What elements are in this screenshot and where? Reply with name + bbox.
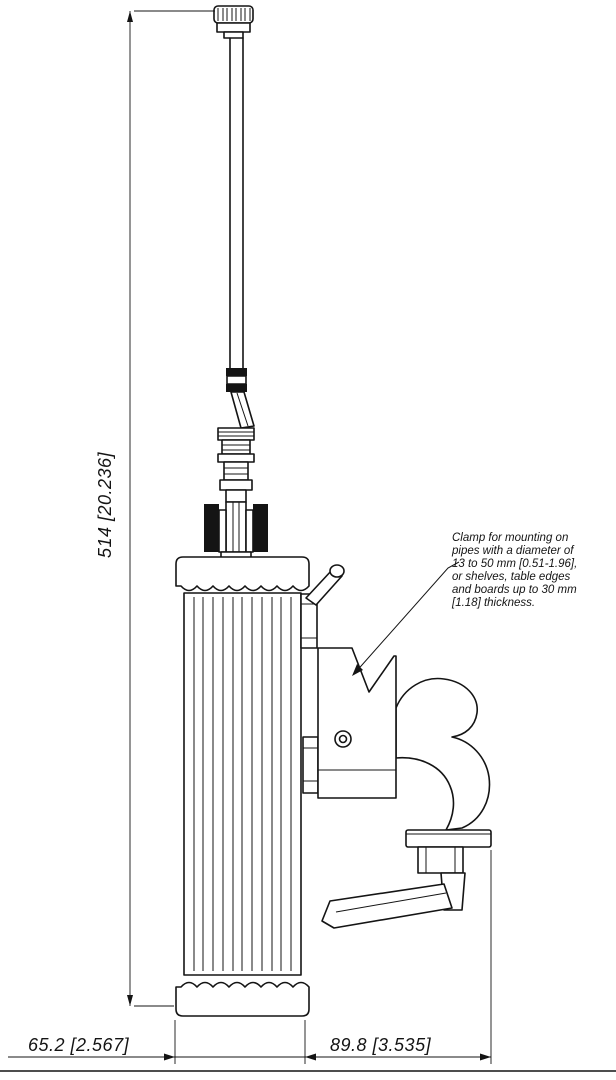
dimension-group: 514 [20.236] 65.2 [2.567] 89.8 [3.535] [0, 10, 616, 1072]
body-group [175, 556, 310, 1017]
annotation-line: Clamp for mounting on [452, 532, 568, 544]
antenna-connector-segment-1 [217, 427, 255, 441]
antenna-band-gap [226, 375, 247, 385]
annotation-group: Clamp for mounting on pipes with a diame… [352, 532, 581, 676]
annotation-text: Clamp for mounting on pipes with a diame… [451, 532, 581, 609]
clamp-screw-cylinder [417, 846, 464, 874]
annotation-line: and boards up to 30 mm [452, 584, 577, 596]
body-top-cap [175, 556, 310, 592]
clamp-screw-handle-line [335, 892, 447, 913]
antenna-connector-ridges-3 [224, 467, 248, 475]
height-dimension-label: 514 [20.236] [95, 451, 115, 558]
antenna-top-knob [213, 5, 254, 24]
gland-spacer-left [218, 509, 227, 553]
clamp-attachment-block [302, 736, 319, 794]
clamp-hook-jaw [395, 677, 491, 831]
body-bottom-cap [175, 981, 310, 1017]
height-arrow-bottom [127, 995, 133, 1006]
clamp-screw-cylinder-lines [425, 847, 456, 873]
width-arrow-right [480, 1053, 491, 1061]
antenna-knob-band [216, 22, 251, 33]
annotation-line: pipes with a diameter of [451, 545, 575, 557]
width-arrow-middle [305, 1053, 316, 1061]
antenna-connector-segment-6 [225, 489, 247, 503]
antenna-knurl-lines [217, 8, 251, 21]
antenna-neck [223, 31, 244, 39]
width-arrow-left [164, 1053, 175, 1061]
annotation-line: [1.18] thickness. [451, 597, 535, 609]
antenna-band-lower [226, 384, 247, 392]
height-arrow-top [127, 11, 133, 22]
clamp-bolt-inner [338, 734, 348, 744]
antenna-connector-ridges-1 [218, 431, 254, 437]
annotation-leader-arrow [352, 664, 363, 676]
gland-spacer-right [245, 509, 254, 553]
release-lever-knob [329, 564, 345, 578]
antenna-connector-segment-3 [217, 453, 255, 463]
antenna-connector-ridges-2 [222, 444, 250, 451]
antenna-connector-segment-5 [219, 479, 253, 491]
width-left-label: 65.2 [2.567] [28, 1035, 130, 1055]
clamp-foot-plate [405, 829, 492, 848]
width-right-label: 89.8 [3.535] [330, 1035, 432, 1055]
annotation-leader-line [353, 561, 460, 675]
antenna-group [204, 5, 268, 559]
body-flutes [193, 597, 292, 971]
clamp-body [317, 647, 397, 799]
antenna-hinge-line [236, 392, 249, 427]
antenna-connector-segment-2 [221, 439, 251, 455]
clamp-attachment-lines [303, 747, 318, 782]
clamp-group [300, 564, 492, 929]
antenna-shaft [229, 37, 244, 369]
annotation-line: or shelves, table edges [452, 571, 571, 583]
antenna-mount-column-lines [232, 502, 240, 552]
clamp-screw-handle [321, 883, 453, 929]
cable-gland-right [253, 504, 268, 552]
antenna-band-upper [226, 368, 247, 376]
annotation-line: 13 to 50 mm [0.51-1.96], [452, 558, 577, 570]
antenna-mount-column [225, 501, 247, 553]
cable-gland-left [204, 504, 219, 552]
antenna-connector-segment-4 [223, 461, 249, 481]
